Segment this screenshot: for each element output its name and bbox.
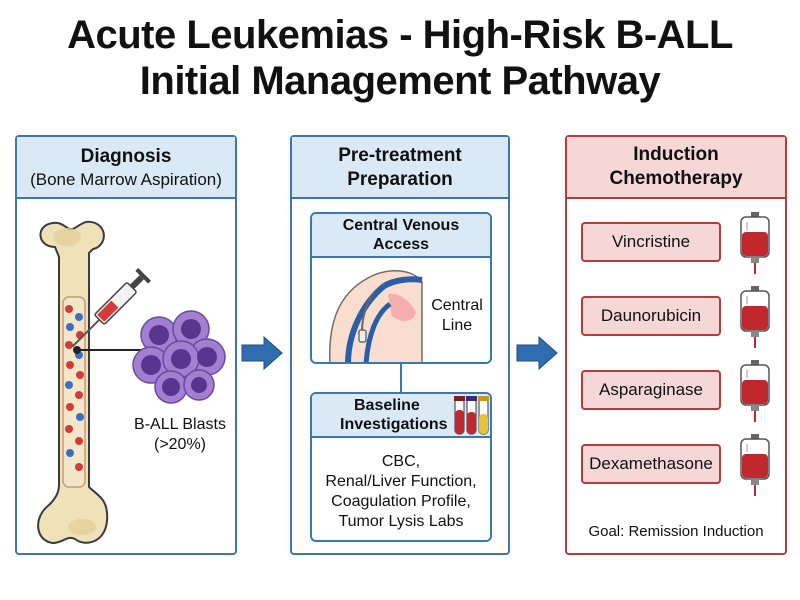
drug-vincristine: Vincristine <box>581 222 721 262</box>
iv-bag-icon <box>740 360 770 422</box>
baseline-investigations-box: Baseline Investigations CBC, Renal/Liver… <box>310 392 492 542</box>
box-connector <box>400 364 402 392</box>
central-line-label: Central Line <box>424 296 490 336</box>
arrow-right-icon <box>516 335 558 371</box>
diagnosis-title: Diagnosis <box>80 146 172 167</box>
blasts-label-text: B-ALL Blasts <box>134 416 226 433</box>
induction-title-2: Chemotherapy <box>609 168 743 189</box>
syringe-icon <box>71 268 151 348</box>
central-venous-access-box: Central Venous Access Central Line <box>310 212 492 364</box>
pretreatment-title-2: Preparation <box>347 169 453 190</box>
central-venous-access-header: Central Venous Access <box>312 214 490 258</box>
iv-bag-icon <box>740 212 770 274</box>
blast-cells-icon <box>132 310 226 404</box>
baseline-item-4: Tumor Lysis Labs <box>338 513 464 530</box>
diagnosis-subtitle: (Bone Marrow Aspiration) <box>30 170 222 189</box>
iv-bag-icon <box>740 434 770 496</box>
baseline-item-3: Coagulation Profile, <box>331 493 471 510</box>
iv-bag-icon <box>740 286 770 348</box>
diagnosis-header: Diagnosis (Bone Marrow Aspiration) <box>17 137 235 199</box>
pretreatment-header: Pre-treatment Preparation <box>292 137 508 199</box>
induction-goal: Goal: Remission Induction <box>588 523 764 540</box>
drug-asparaginase: Asparaginase <box>581 370 721 410</box>
page-title: Acute Leukemias - High-Risk B-ALL Initia… <box>0 12 800 104</box>
baseline-title-2: Investigations <box>340 416 448 433</box>
drug-dexamethasone: Dexamethasone <box>581 444 721 484</box>
cva-title-1: Central Venous <box>342 217 460 234</box>
blasts-label: B-ALL Blasts (>20%) <box>125 415 235 455</box>
cva-title-2: Access <box>372 236 430 253</box>
central-line-label-2: Line <box>441 317 473 334</box>
blasts-threshold: (>20%) <box>153 436 207 453</box>
title-line-2: Initial Management Pathway <box>139 59 661 103</box>
induction-title-1: Induction <box>633 144 719 165</box>
drug-daunorubicin: Daunorubicin <box>581 296 721 336</box>
induction-header: Induction Chemotherapy <box>567 137 785 199</box>
baseline-item-2: Renal/Liver Function, <box>325 473 477 490</box>
central-line-icon <box>329 270 423 362</box>
pretreatment-panel: Pre-treatment Preparation Central Venous… <box>290 135 510 555</box>
induction-panel: Induction Chemotherapy Vincristine Dauno… <box>565 135 787 555</box>
diagnosis-panel: Diagnosis (Bone Marrow Aspiration) <box>15 135 237 555</box>
connector-line <box>73 346 150 354</box>
pretreatment-title-1: Pre-treatment <box>338 145 462 166</box>
title-line-1: Acute Leukemias - High-Risk B-ALL <box>67 13 733 57</box>
bone-icon <box>37 220 109 545</box>
test-tubes-icon <box>454 396 489 435</box>
baseline-items: CBC, Renal/Liver Function, Coagulation P… <box>312 452 490 532</box>
baseline-item-1: CBC, <box>381 453 421 470</box>
baseline-title-1: Baseline <box>354 397 420 414</box>
marrow-cells <box>65 305 84 471</box>
central-line-label-1: Central <box>431 297 483 314</box>
arrow-right-icon <box>241 335 283 371</box>
